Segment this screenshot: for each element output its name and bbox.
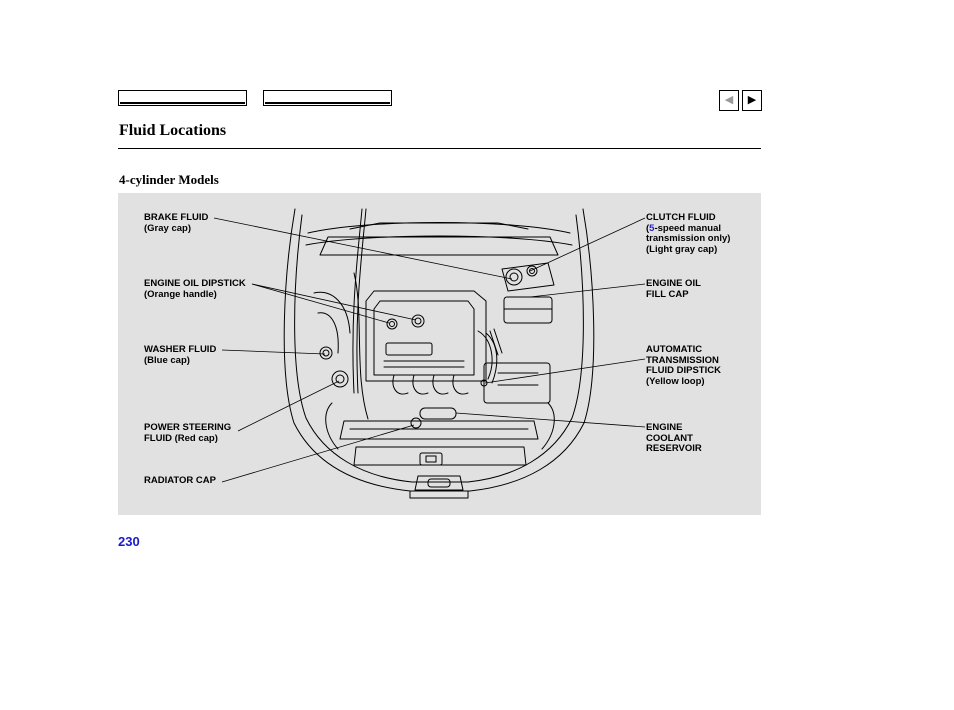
callout-washer-fluid: WASHER FLUID (Blue cap)	[144, 344, 217, 366]
callout-engine-oil-dipstick: ENGINE OIL DIPSTICK (Orange handle)	[144, 278, 246, 300]
clutch-fluid-note-rest: -speed manual	[654, 222, 721, 234]
callout-clutch-fluid: CLUTCH FLUID (5-speed manual transmissio…	[646, 212, 731, 255]
paren-open: (	[646, 222, 650, 234]
atf-loop-note: (Yellow loop)	[646, 375, 705, 387]
engine-oil-dipstick-label: ENGINE OIL DIPSTICK	[144, 278, 246, 289]
page-title: Fluid Locations	[119, 122, 227, 139]
radiator-cap-label: RADIATOR CAP	[144, 475, 216, 486]
callout-engine-oil-fill-cap: ENGINE OIL FILL CAP	[646, 278, 701, 300]
callout-leader-lines	[213, 217, 646, 483]
atf-label-3: FLUID DIPSTICK	[646, 365, 721, 376]
coolant-label-2: COOLANT	[646, 432, 693, 444]
page-number: 230	[118, 534, 140, 549]
clutch-fluid-note-line3: transmission only)	[646, 233, 731, 244]
nav-button-index[interactable]	[263, 90, 392, 106]
callout-radiator-cap: RADIATOR CAP	[144, 475, 216, 487]
previous-page-button[interactable]: ◀	[719, 90, 739, 111]
engine-compartment-illustration	[213, 208, 646, 499]
engine-oil-dipstick-note: (Orange handle)	[144, 288, 217, 300]
atf-label-2: TRANSMISSION	[646, 354, 719, 366]
engine-oil-fill-label-2: FILL CAP	[646, 288, 689, 300]
triangle-right-icon: ▶	[747, 94, 757, 106]
power-steering-label: POWER STEERING	[144, 422, 232, 433]
brake-fluid-label: BRAKE FLUID	[144, 212, 209, 223]
engine-diagram-panel: BRAKE FLUID (Gray cap) ENGINE OIL DIPSTI…	[118, 193, 761, 515]
clutch-fluid-label: CLUTCH FLUID	[646, 212, 716, 223]
coolant-label-1: ENGINE	[646, 422, 683, 433]
clutch-fluid-note: (5-speed manual	[646, 222, 730, 235]
triangle-left-icon: ◀	[724, 94, 734, 106]
clutch-fluid-cap-note: (Light gray cap)	[646, 243, 718, 255]
callout-brake-fluid: BRAKE FLUID (Gray cap)	[144, 212, 209, 234]
next-page-button[interactable]: ▶	[742, 90, 762, 111]
title-divider	[118, 148, 761, 149]
brake-fluid-cap-note: (Gray cap)	[144, 222, 191, 234]
callout-atf-dipstick: AUTOMATIC TRANSMISSION FLUID DIPSTICK (Y…	[646, 344, 721, 387]
atf-label-1: AUTOMATIC	[646, 344, 703, 355]
coolant-label-3: RESERVOIR	[646, 443, 702, 454]
washer-fluid-cap-note: (Blue cap)	[144, 354, 190, 366]
transmission-speed-number[interactable]: 5	[649, 222, 655, 234]
section-heading: 4-cylinder Models	[119, 172, 219, 187]
nav-button-contents[interactable]	[118, 90, 247, 106]
engine-oil-fill-label-1: ENGINE OIL	[646, 278, 701, 289]
washer-fluid-label: WASHER FLUID	[144, 344, 217, 355]
callout-power-steering-fluid: POWER STEERING FLUID (Red cap)	[144, 422, 232, 444]
callout-engine-coolant-reservoir: ENGINE COOLANT RESERVOIR	[646, 422, 702, 455]
power-steering-cap-note: FLUID (Red cap)	[144, 432, 218, 444]
